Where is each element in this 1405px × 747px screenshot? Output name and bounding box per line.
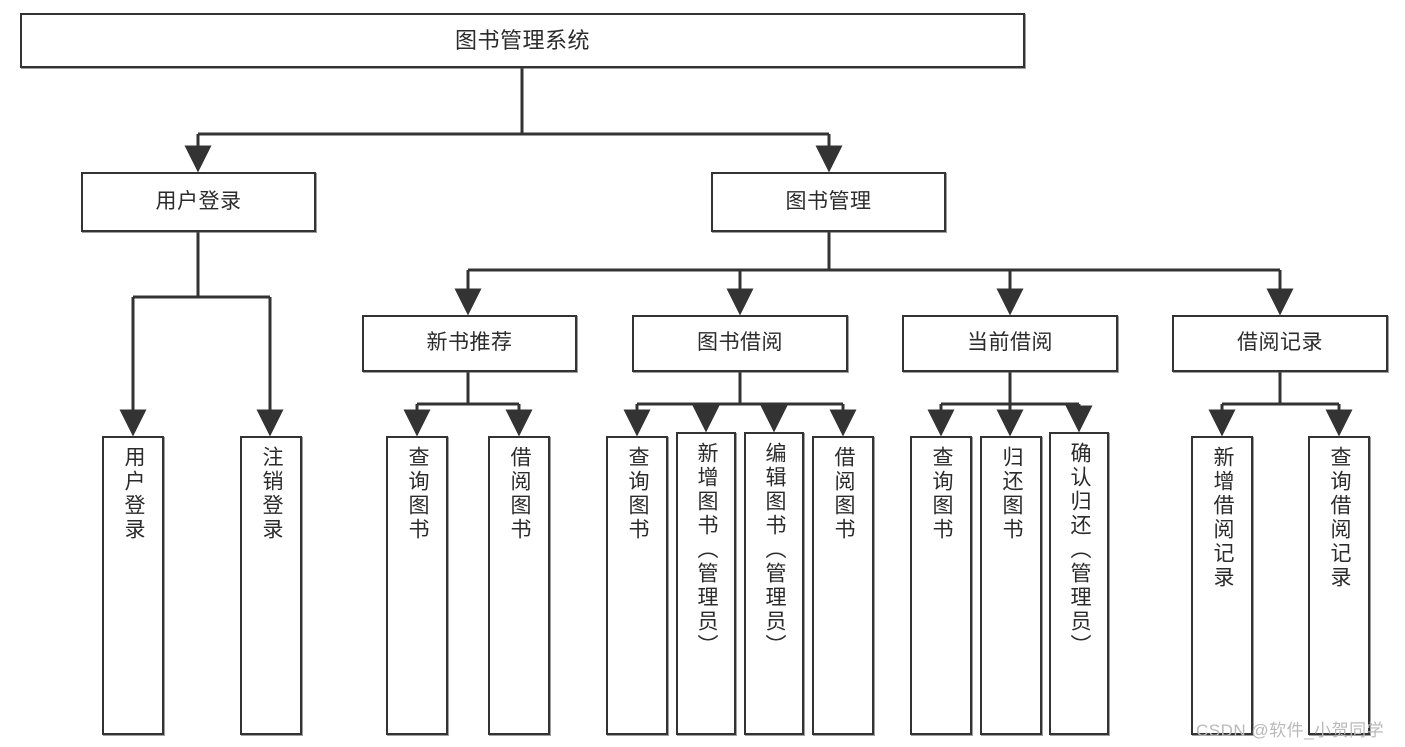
node-label: 借阅记录 — [1237, 331, 1323, 355]
leaf-query-book-recommend[interactable]: 查询图书 — [386, 436, 448, 735]
node-label: 图书管理系统 — [454, 27, 590, 53]
node-book-borrow[interactable]: 图书借阅 — [632, 315, 848, 372]
leaf-label: 用户登录 — [122, 446, 146, 542]
leaf-edit-book-admin[interactable]: 编辑图书（管理员） — [744, 432, 804, 735]
leaf-label: 查询借阅记录 — [1328, 446, 1352, 590]
node-label: 新书推荐 — [426, 331, 513, 355]
node-label: 当前借阅 — [967, 331, 1053, 355]
node-borrow-record[interactable]: 借阅记录 — [1172, 315, 1388, 372]
leaf-add-borrow-record[interactable]: 新增借阅记录 — [1191, 436, 1253, 735]
leaf-confirm-return-admin[interactable]: 确认归还（管理员） — [1049, 432, 1109, 735]
node-book-manage[interactable]: 图书管理 — [711, 172, 946, 232]
leaf-label: 查询图书 — [930, 446, 954, 542]
leaf-user-login[interactable]: 用户登录 — [102, 436, 164, 735]
leaf-borrow-book-borrow[interactable]: 借阅图书 — [812, 436, 874, 735]
leaf-label: 查询图书 — [626, 446, 650, 542]
leaf-logout-login[interactable]: 注销登录 — [240, 436, 302, 735]
leaf-add-book-admin[interactable]: 新增图书（管理员） — [676, 432, 736, 735]
leaf-query-book-borrow[interactable]: 查询图书 — [606, 436, 668, 735]
leaf-label: 编辑图书（管理员） — [763, 442, 787, 658]
csdn-watermark: CSDN @软件_小贺同学 — [1196, 721, 1385, 740]
leaf-label: 借阅图书 — [508, 446, 532, 542]
leaf-query-borrow-record[interactable]: 查询借阅记录 — [1308, 436, 1370, 735]
leaf-query-book-current[interactable]: 查询图书 — [910, 436, 972, 735]
node-label: 用户登录 — [155, 189, 242, 213]
node-label: 图书管理 — [785, 189, 872, 213]
leaf-label: 新增图书（管理员） — [695, 442, 719, 658]
node-label: 图书借阅 — [697, 331, 783, 355]
leaf-label: 新增借阅记录 — [1211, 446, 1235, 590]
leaf-return-book[interactable]: 归还图书 — [980, 436, 1042, 735]
leaf-label: 注销登录 — [260, 446, 284, 542]
leaf-borrow-book-recommend[interactable]: 借阅图书 — [488, 436, 550, 735]
node-root-system[interactable]: 图书管理系统 — [20, 13, 1025, 68]
leaf-label: 确认归还（管理员） — [1068, 442, 1092, 658]
node-user-login[interactable]: 用户登录 — [81, 172, 316, 232]
leaf-label: 归还图书 — [1000, 446, 1024, 542]
leaf-label: 查询图书 — [406, 446, 430, 542]
leaf-label: 借阅图书 — [832, 446, 856, 542]
node-new-book-recommend[interactable]: 新书推荐 — [362, 315, 577, 372]
node-current-borrow[interactable]: 当前借阅 — [902, 315, 1118, 372]
